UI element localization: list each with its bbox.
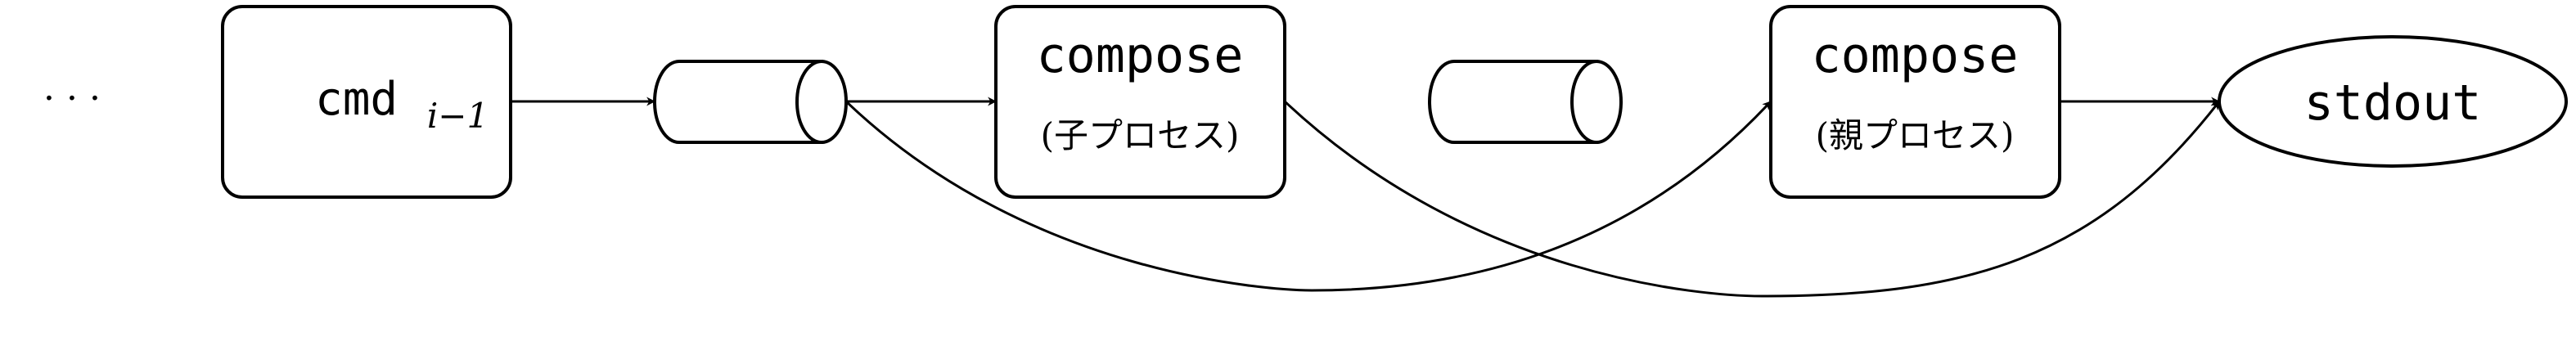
edge-child-to-stdout [1283, 100, 2221, 298]
cmd-prev-subscript: i−1 [427, 96, 489, 136]
cmd-prev-name: cmd [315, 73, 398, 126]
compose-parent-node: compose (親プロセス) [1769, 5, 2061, 199]
stdout-label: stdout [2304, 74, 2482, 132]
leading-ellipsis: · · · [43, 78, 101, 119]
stdout-node: stdout [2218, 35, 2568, 168]
pipe-b-cylinder [1428, 60, 1623, 144]
edge-pipe-a-to-parent [844, 100, 1772, 292]
compose-child-note: (子プロセス) [1041, 115, 1240, 155]
compose-child-node: compose (子プロセス) [994, 5, 1286, 199]
cmd-prev-node: cmd i−1 [221, 5, 512, 199]
compose-child-label: compose [1037, 27, 1244, 84]
cmd-prev-label: cmd i−1 [315, 73, 489, 136]
compose-parent-label: compose [1812, 27, 2019, 84]
compose-parent-note: (親プロセス) [1816, 115, 2015, 155]
pipe-a-cylinder [653, 60, 848, 144]
